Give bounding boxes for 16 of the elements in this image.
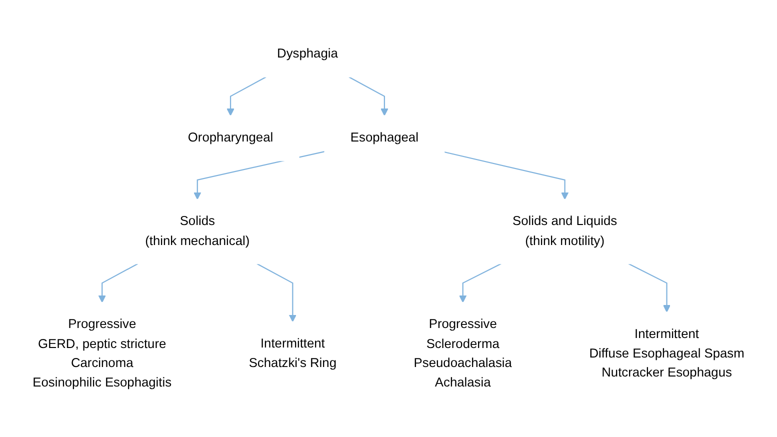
arrow	[444, 151, 569, 200]
arrow	[256, 263, 296, 322]
arrow	[98, 263, 138, 303]
arrow	[194, 150, 325, 200]
node-text: Solids and Liquids (think motility)	[512, 214, 618, 248]
arrow	[459, 263, 502, 303]
arrow	[628, 263, 671, 312]
arrow	[348, 76, 388, 116]
node-text: Intermittent Schatzki's Ring	[248, 336, 337, 370]
node-text: Solids (think mechanical)	[145, 214, 250, 248]
arrow	[226, 76, 266, 116]
node-text: Intermittent Diffuse Esophageal Spasm Nutcracker Esophagus	[589, 326, 744, 380]
node-text: Progressive GERD, peptic stricture Carcinoma Eosinophilic Esophagitis	[32, 316, 172, 390]
node-text: Progressive Scleroderma Pseudoachalasia Achalasia	[414, 316, 512, 390]
node-text: Esophageal	[350, 130, 418, 145]
node-text: Dysphagia	[277, 46, 338, 61]
